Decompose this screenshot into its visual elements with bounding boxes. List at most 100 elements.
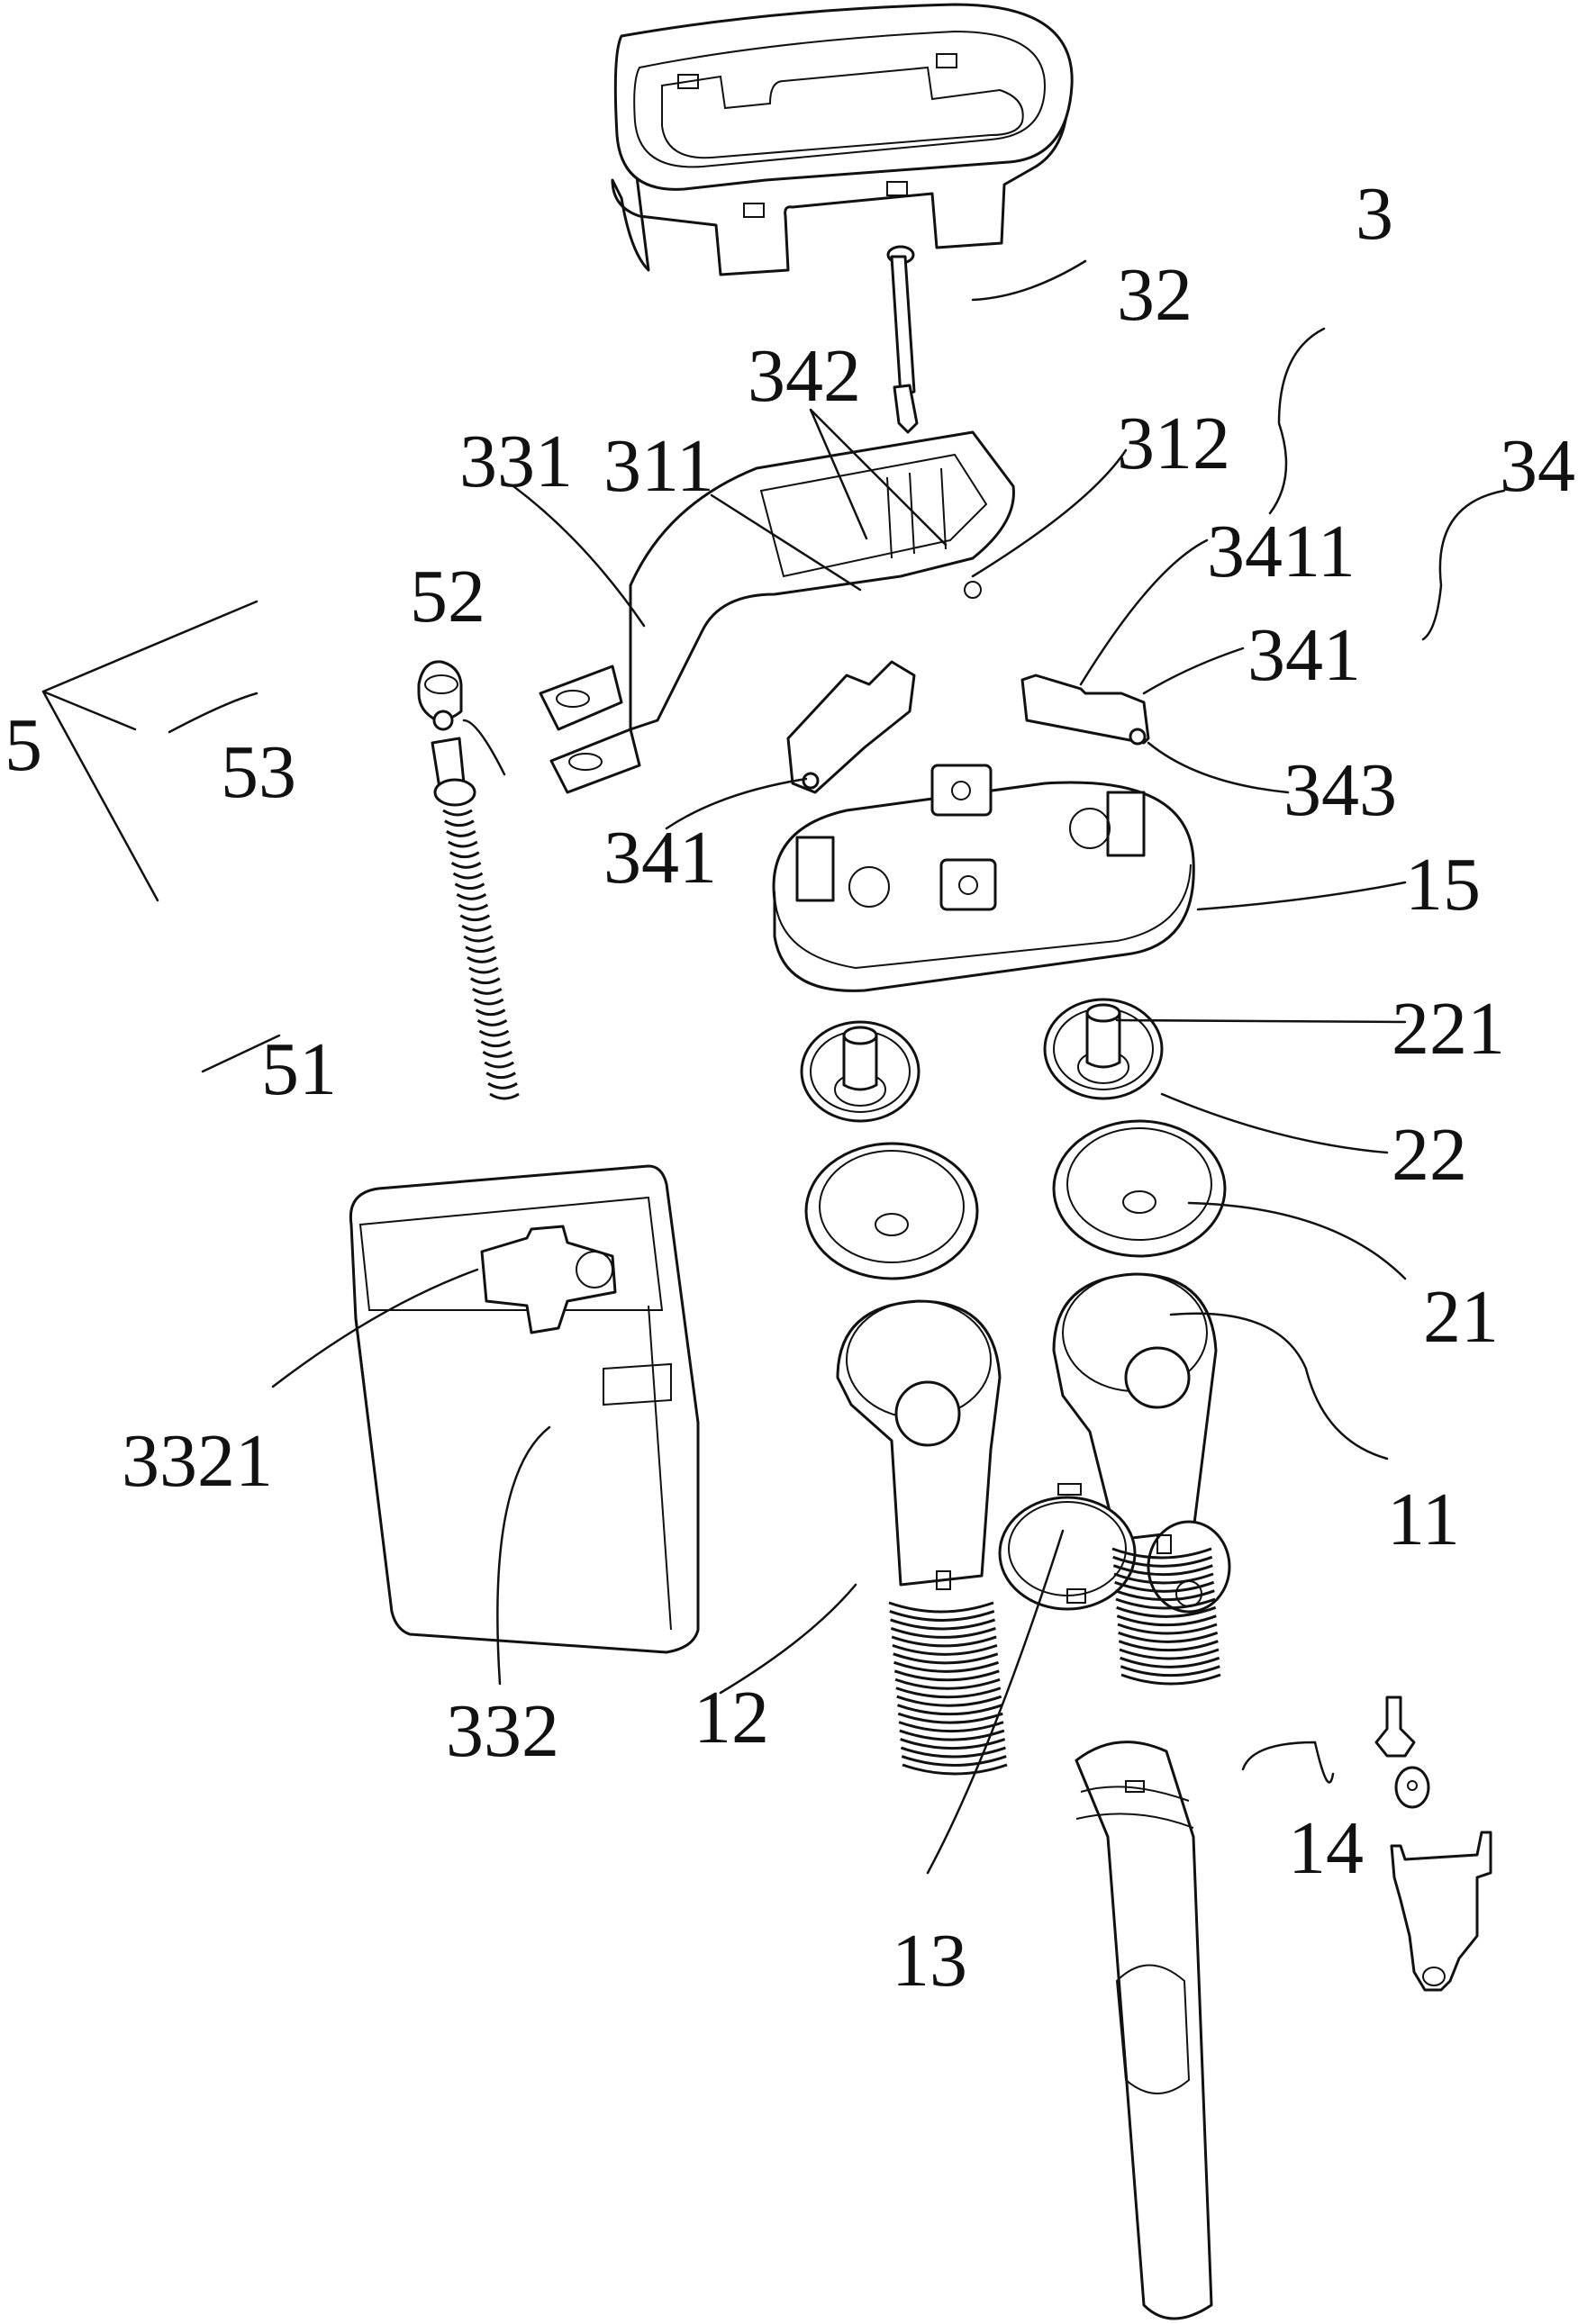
label-13: 13 (892, 1919, 967, 2003)
thread-ring (902, 1763, 1008, 1776)
thread-ring (888, 1601, 994, 1614)
leader-343 (1147, 741, 1290, 794)
thread-ring (1117, 1623, 1218, 1635)
thread-ring (1120, 1656, 1220, 1668)
thread-ring (890, 1618, 996, 1631)
label-12: 12 (694, 1676, 769, 1759)
screw-thread (473, 998, 504, 1006)
label-52: 52 (410, 555, 485, 638)
label-3321: 3321 (122, 1419, 273, 1503)
screw-thread (446, 830, 476, 837)
label-331: 331 (459, 420, 573, 503)
screw-thread (468, 966, 499, 974)
valve-cover-plate (772, 764, 1195, 992)
leader-311 (710, 493, 862, 592)
screw-thread (458, 903, 489, 911)
thread-ring (899, 1729, 1005, 1741)
leader-53 (168, 692, 258, 734)
leader-3 (1268, 327, 1326, 515)
leader-14 (1241, 1741, 1335, 1784)
valve-body (836, 1272, 1231, 1614)
leader-312 (971, 448, 1128, 578)
lever-arm (539, 430, 1015, 794)
label-341-left: 341 (603, 816, 717, 900)
thread-ring (896, 1704, 1002, 1716)
label-312: 312 (1117, 402, 1230, 485)
latch-left (786, 660, 916, 794)
label-341-right: 341 (1247, 613, 1361, 697)
screw-thread (449, 851, 480, 859)
leader-331 (512, 484, 646, 628)
nozzle-assembly (1374, 1696, 1492, 1992)
thread-ring (897, 1712, 1003, 1724)
screw-thread (442, 809, 473, 817)
thread-ring (1118, 1631, 1219, 1643)
leader-13 (926, 1529, 1065, 1875)
screw-thread (480, 1040, 512, 1048)
thread-ring (890, 1627, 996, 1639)
outlet-pipe (1075, 1741, 1213, 2320)
label-5: 5 (5, 703, 42, 787)
thread-ring (1120, 1673, 1221, 1686)
leader-51 (201, 1034, 281, 1073)
screw-thread (487, 1082, 518, 1090)
leader-3321 (271, 1268, 479, 1388)
label-15: 15 (1405, 843, 1481, 927)
screw-thread (444, 819, 475, 827)
leader-342 (809, 408, 948, 547)
thread-ring (900, 1738, 1006, 1750)
thread-ring (889, 1610, 995, 1622)
thread-ring (1118, 1640, 1219, 1652)
housing-box (349, 1164, 700, 1654)
label-51: 51 (261, 1027, 337, 1111)
screw-thread (465, 945, 495, 954)
screw-thread (482, 1051, 513, 1058)
seal-ring-left (804, 1142, 979, 1280)
screw-thread (452, 872, 484, 880)
screw-thread (489, 1092, 520, 1100)
seal-ring-right (1052, 1119, 1227, 1258)
screw-thread (461, 925, 492, 932)
thread-ring (892, 1643, 998, 1656)
thread-ring (901, 1755, 1007, 1767)
thread-ring (891, 1635, 997, 1648)
screw-thread (454, 882, 485, 891)
leader-221 (1115, 1018, 1407, 1024)
reference-labels: 3 32 342 331 311 312 34 3411 52 341 5 53… (5, 172, 1575, 2003)
screw-thread (447, 840, 478, 848)
screw-thread (476, 1019, 508, 1026)
thread-ring (1120, 1665, 1220, 1677)
label-34: 34 (1500, 424, 1575, 508)
leader-3411 (1079, 538, 1209, 686)
leader-5 (41, 600, 258, 902)
label-332: 332 (446, 1689, 559, 1773)
label-342: 342 (748, 334, 861, 418)
adjust-screw (431, 737, 520, 1100)
screw-thread (470, 977, 501, 985)
label-3411: 3411 (1207, 510, 1356, 593)
label-343: 343 (1283, 748, 1397, 832)
leader-22 (1160, 1092, 1389, 1154)
label-221: 221 (1392, 987, 1505, 1071)
screw-thread (471, 988, 503, 995)
label-21: 21 (1423, 1275, 1499, 1359)
leader-15 (1196, 881, 1407, 911)
screw-thread (463, 935, 494, 943)
leader-332 (496, 1425, 551, 1686)
thread-ring (893, 1660, 1000, 1673)
thread-ring (1114, 1580, 1215, 1593)
thread-ring (895, 1686, 1002, 1699)
thread-ring (894, 1677, 1001, 1690)
diaphragm-left (800, 1020, 920, 1123)
screw-thread (485, 1072, 516, 1080)
thread-ring (1116, 1614, 1217, 1627)
screw-thread (456, 893, 487, 900)
label-11: 11 (1387, 1478, 1460, 1561)
label-22: 22 (1392, 1113, 1467, 1197)
screw-thread (478, 1029, 510, 1037)
thread-ring (1116, 1605, 1217, 1618)
leader-12 (719, 1583, 857, 1695)
leader-lines (41, 259, 1506, 1875)
thread-ring (900, 1746, 1006, 1759)
